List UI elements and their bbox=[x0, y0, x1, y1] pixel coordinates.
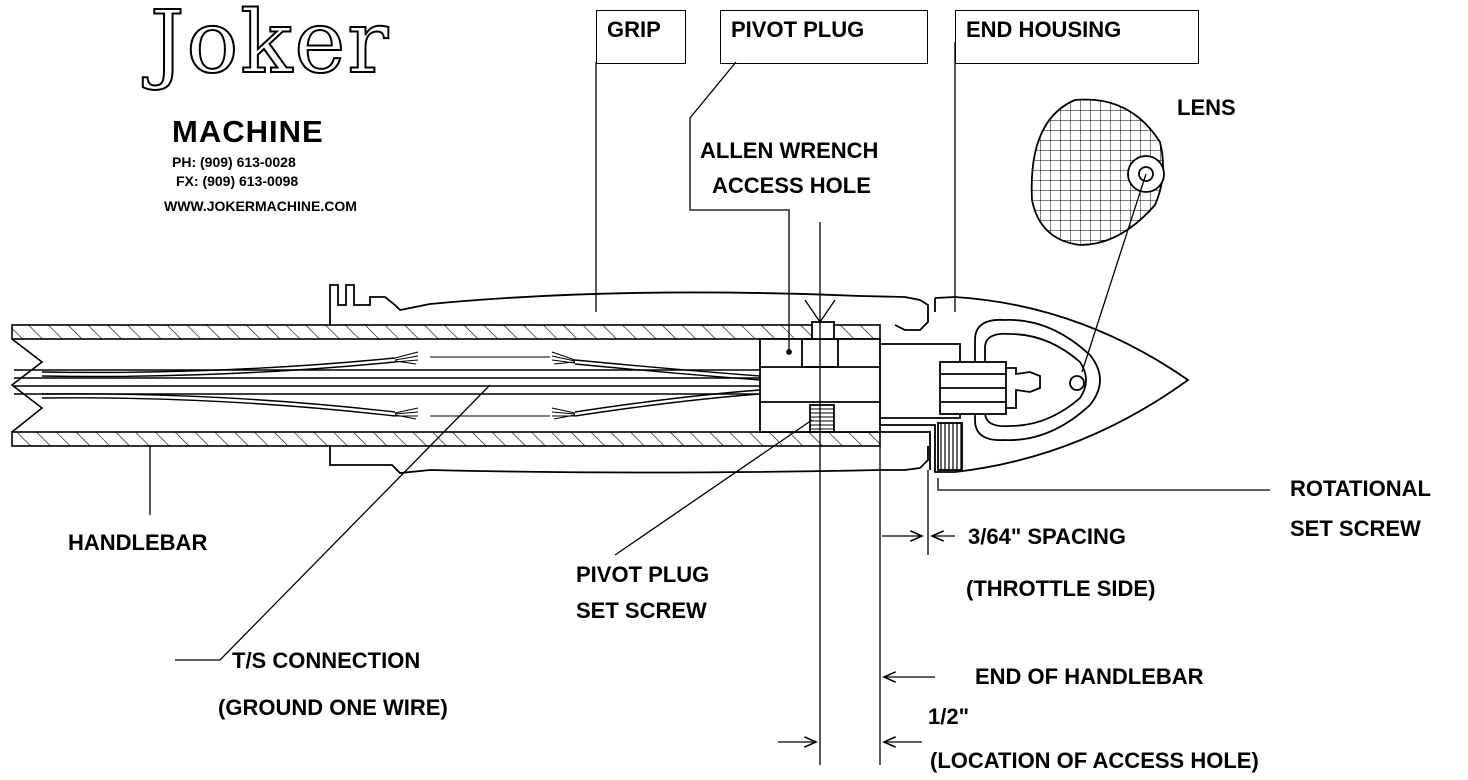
logo-subtitle: MACHINE bbox=[172, 114, 324, 149]
wires bbox=[14, 356, 761, 417]
logo-name: Joker bbox=[149, 0, 391, 93]
label-pivot-plug-set-screw: SET SCREW bbox=[576, 598, 707, 623]
label-access-hole: ACCESS HOLE bbox=[712, 173, 871, 198]
dimensions bbox=[778, 222, 955, 765]
label-access-location: (LOCATION OF ACCESS HOLE) bbox=[930, 748, 1259, 773]
handlebar-break bbox=[10, 338, 44, 433]
label-spacing: 3/64" SPACING bbox=[968, 524, 1126, 549]
logo-fax: FX: (909) 613-0098 bbox=[176, 173, 299, 189]
label-half-inch: 1/2" bbox=[928, 704, 970, 729]
handlebar-wall-top bbox=[11, 324, 881, 340]
label-ground-one-wire: (GROUND ONE WIRE) bbox=[218, 695, 448, 720]
label-handlebar: HANDLEBAR bbox=[68, 530, 208, 555]
label-throttle-side: (THROTTLE SIDE) bbox=[966, 576, 1156, 601]
label-ts-connection: T/S CONNECTION bbox=[232, 648, 421, 673]
label-end-of-handlebar: END OF HANDLEBAR bbox=[975, 664, 1204, 689]
grip-outline-top bbox=[329, 284, 929, 331]
label-rotational: ROTATIONAL bbox=[1290, 476, 1431, 501]
label-end-housing: END HOUSING bbox=[955, 10, 1199, 64]
logo-website: WWW.JOKERMACHINE.COM bbox=[164, 198, 357, 214]
leader-lines bbox=[149, 42, 1270, 661]
label-allen-wrench: ALLEN WRENCH bbox=[700, 138, 879, 163]
end-housing bbox=[880, 296, 1190, 473]
handlebar-wall-bottom bbox=[11, 431, 881, 447]
label-lens: LENS bbox=[1177, 95, 1236, 120]
wire-ends bbox=[394, 351, 576, 420]
label-rotational-set-screw: SET SCREW bbox=[1290, 516, 1421, 541]
label-pivot-plug-2: PIVOT PLUG bbox=[576, 562, 710, 587]
logo-phone: PH: (909) 613-0028 bbox=[172, 154, 296, 170]
lens bbox=[1030, 98, 1165, 246]
label-grip: GRIP bbox=[596, 10, 686, 64]
label-pivot-plug: PIVOT PLUG bbox=[720, 10, 928, 64]
grip-outline-bottom bbox=[329, 445, 929, 474]
